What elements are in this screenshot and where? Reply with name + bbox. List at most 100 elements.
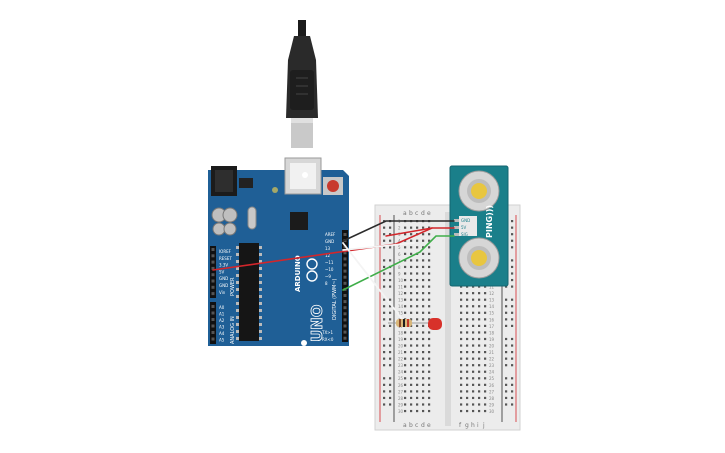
breadboard-hole[interactable] xyxy=(478,298,481,301)
breadboard-hole[interactable] xyxy=(484,285,487,288)
breadboard-hole[interactable] xyxy=(466,285,469,288)
breadboard-hole[interactable] xyxy=(410,226,413,229)
breadboard-hole[interactable] xyxy=(428,252,431,255)
breadboard-hole[interactable] xyxy=(428,351,431,354)
breadboard-hole[interactable] xyxy=(460,285,463,288)
breadboard-hole[interactable] xyxy=(422,285,425,288)
rail-hole[interactable] xyxy=(505,377,508,380)
rail-hole[interactable] xyxy=(511,357,514,360)
breadboard-hole[interactable] xyxy=(428,364,431,367)
breadboard-hole[interactable] xyxy=(410,318,413,321)
breadboard-hole[interactable] xyxy=(484,324,487,327)
header-pin[interactable] xyxy=(211,279,215,283)
breadboard-hole[interactable] xyxy=(484,318,487,321)
rail-hole[interactable] xyxy=(383,344,386,347)
breadboard-hole[interactable] xyxy=(484,305,487,308)
rail-hole[interactable] xyxy=(511,383,514,386)
rail-hole[interactable] xyxy=(383,396,386,400)
breadboard-hole[interactable] xyxy=(478,331,481,334)
breadboard-hole[interactable] xyxy=(404,331,407,334)
breadboard-hole[interactable] xyxy=(478,318,481,321)
breadboard-hole[interactable] xyxy=(404,226,407,229)
breadboard-hole[interactable] xyxy=(472,337,475,341)
breadboard-hole[interactable] xyxy=(478,357,481,360)
breadboard-hole[interactable] xyxy=(466,364,469,367)
header-pin[interactable] xyxy=(211,324,215,328)
breadboard-hole[interactable] xyxy=(404,377,407,380)
breadboard-hole[interactable] xyxy=(460,351,463,354)
breadboard-hole[interactable] xyxy=(466,357,469,360)
breadboard-hole[interactable] xyxy=(466,331,469,334)
breadboard-hole[interactable] xyxy=(422,292,425,295)
breadboard-hole[interactable] xyxy=(422,403,425,406)
header-pin[interactable] xyxy=(343,330,347,334)
sensor-pin[interactable] xyxy=(454,233,459,236)
breadboard-hole[interactable] xyxy=(404,383,407,386)
rail-hole[interactable] xyxy=(383,265,386,269)
rail-hole[interactable] xyxy=(505,396,508,400)
rail-hole[interactable] xyxy=(505,285,508,288)
header-pin[interactable] xyxy=(343,251,347,255)
header-pin[interactable] xyxy=(343,318,347,322)
breadboard-hole[interactable] xyxy=(466,409,469,413)
rail-hole[interactable] xyxy=(389,351,392,354)
breadboard-hole[interactable] xyxy=(478,396,481,400)
header-pin[interactable] xyxy=(211,273,215,277)
breadboard-hole[interactable] xyxy=(466,337,469,341)
rail-hole[interactable] xyxy=(383,351,386,354)
breadboard-hole[interactable] xyxy=(428,357,431,360)
breadboard-hole[interactable] xyxy=(484,390,487,393)
rail-hole[interactable] xyxy=(383,272,386,275)
breadboard-hole[interactable] xyxy=(404,285,407,288)
breadboard-hole[interactable] xyxy=(472,324,475,327)
breadboard-hole[interactable] xyxy=(416,318,419,321)
breadboard-hole[interactable] xyxy=(478,305,481,308)
breadboard-hole[interactable] xyxy=(416,390,419,393)
sensor-pin[interactable] xyxy=(454,219,459,222)
rail-hole[interactable] xyxy=(389,383,392,386)
rail-hole[interactable] xyxy=(389,246,392,249)
breadboard-hole[interactable] xyxy=(460,364,463,367)
breadboard-hole[interactable] xyxy=(460,390,463,393)
breadboard-hole[interactable] xyxy=(422,318,425,321)
rail-hole[interactable] xyxy=(505,357,508,360)
breadboard-hole[interactable] xyxy=(410,383,413,386)
rail-hole[interactable] xyxy=(383,259,386,262)
led-red[interactable] xyxy=(424,318,442,330)
breadboard-hole[interactable] xyxy=(428,383,431,386)
breadboard-hole[interactable] xyxy=(472,357,475,360)
breadboard-hole[interactable] xyxy=(478,390,481,393)
rail-hole[interactable] xyxy=(511,396,514,400)
breadboard-hole[interactable] xyxy=(478,383,481,386)
breadboard-hole[interactable] xyxy=(428,285,431,288)
breadboard-hole[interactable] xyxy=(484,331,487,334)
breadboard-hole[interactable] xyxy=(422,370,425,373)
breadboard-hole[interactable] xyxy=(460,409,463,413)
header-pin[interactable] xyxy=(343,306,347,310)
breadboard-hole[interactable] xyxy=(416,272,419,275)
breadboard-hole[interactable] xyxy=(416,409,419,413)
breadboard-hole[interactable] xyxy=(410,265,413,269)
breadboard-hole[interactable] xyxy=(416,226,419,229)
rail-hole[interactable] xyxy=(389,396,392,400)
breadboard-hole[interactable] xyxy=(404,292,407,295)
breadboard-hole[interactable] xyxy=(422,364,425,367)
wire-red-5v[interactable] xyxy=(212,227,455,271)
rail-hole[interactable] xyxy=(383,403,386,406)
breadboard-hole[interactable] xyxy=(460,377,463,380)
rail-hole[interactable] xyxy=(383,226,386,229)
breadboard-hole[interactable] xyxy=(410,337,413,341)
breadboard-hole[interactable] xyxy=(460,357,463,360)
breadboard-hole[interactable] xyxy=(416,331,419,334)
breadboard-hole[interactable] xyxy=(422,226,425,229)
breadboard-hole[interactable] xyxy=(404,337,407,341)
breadboard-hole[interactable] xyxy=(410,305,413,308)
rail-hole[interactable] xyxy=(505,390,508,393)
rail-hole[interactable] xyxy=(511,311,514,314)
wire-white-led[interactable] xyxy=(342,242,407,325)
wire-green-signal[interactable] xyxy=(342,235,455,291)
rail-hole[interactable] xyxy=(383,364,386,367)
rail-hole[interactable] xyxy=(389,311,392,314)
breadboard-hole[interactable] xyxy=(466,292,469,295)
